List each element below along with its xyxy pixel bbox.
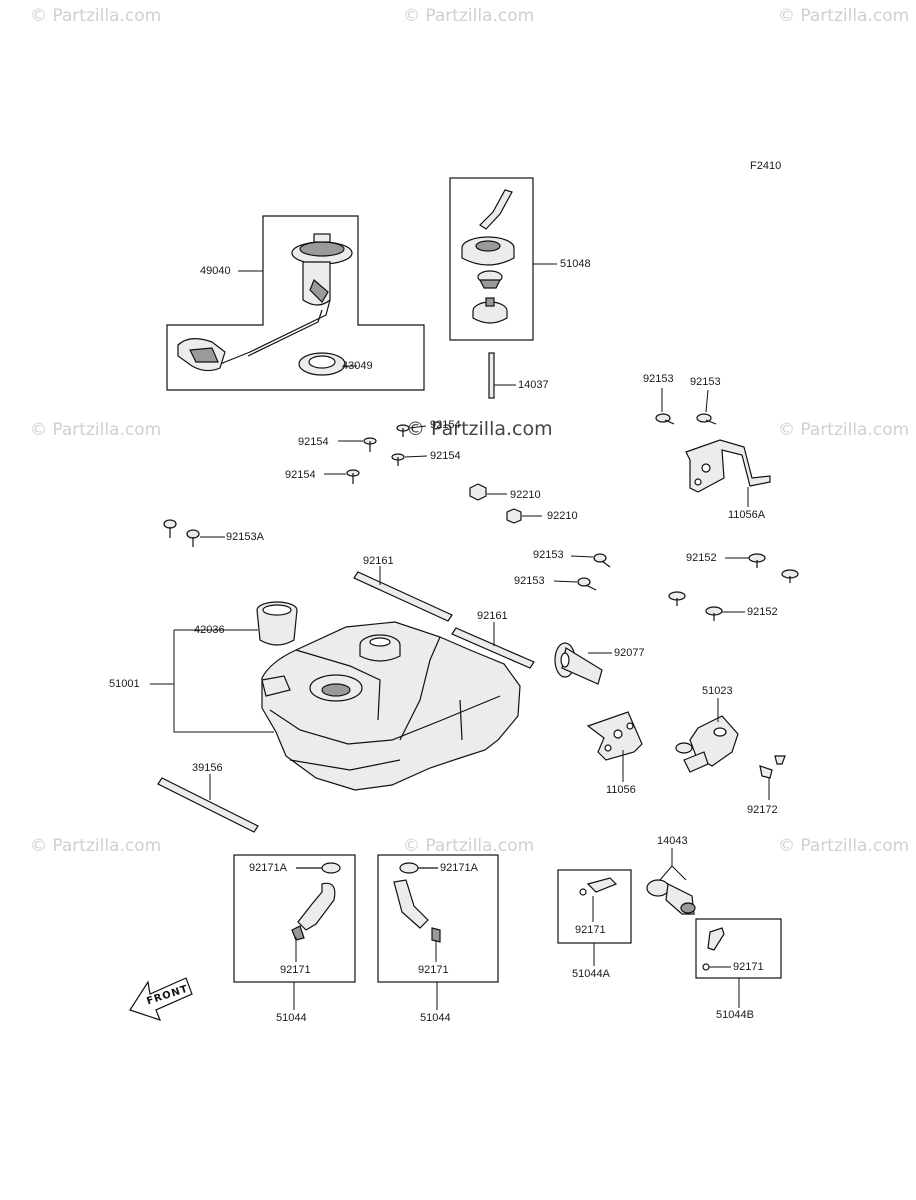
fuel-pump-assembly xyxy=(177,233,353,372)
label-92154: 92154 xyxy=(430,419,461,431)
watermark: © Partzilla.com xyxy=(778,420,910,440)
label-51044A: 51044A xyxy=(572,968,610,980)
label-92077: 92077 xyxy=(614,647,645,659)
cup-42036 xyxy=(256,601,298,646)
screws-92154 xyxy=(324,424,428,484)
group-box-fuel-pump xyxy=(166,215,425,391)
front-arrow-icon xyxy=(129,977,193,1021)
fuel-filter-14043 xyxy=(646,879,696,915)
rod-14037 xyxy=(488,352,495,399)
label-92171A: 92171A xyxy=(249,862,287,874)
bracket-11056A xyxy=(685,439,771,493)
label-92153: 92153 xyxy=(533,549,564,561)
rubber-strips-92161 xyxy=(353,566,535,669)
label-92154: 92154 xyxy=(298,436,329,448)
label-51023: 51023 xyxy=(702,685,733,697)
label-92210: 92210 xyxy=(510,489,541,501)
label-92153: 92153 xyxy=(643,373,674,385)
group-box-51044-1 xyxy=(233,854,356,983)
label-92171: 92171 xyxy=(280,964,311,976)
label-92171: 92171 xyxy=(575,924,606,936)
label-92161: 92161 xyxy=(477,610,508,622)
label-92161: 92161 xyxy=(363,555,394,567)
hose-51044B xyxy=(702,927,725,971)
bolts-92153-top xyxy=(655,388,717,425)
label-51044B: 51044B xyxy=(716,1009,754,1021)
figure-code: F2410 xyxy=(750,160,782,172)
bolts-92153A xyxy=(163,519,225,547)
label-42036: 42036 xyxy=(194,624,225,636)
label-92152: 92152 xyxy=(747,606,778,618)
hose-51044-1 xyxy=(291,862,341,941)
label-92153A: 92153A xyxy=(226,531,264,543)
watermark: © Partzilla.com xyxy=(30,836,162,856)
label-92154: 92154 xyxy=(430,450,461,462)
watermark: © Partzilla.com xyxy=(778,836,910,856)
fuel-cap-assembly xyxy=(461,189,515,324)
group-box-fuel-cap xyxy=(449,177,534,341)
gasket-ring-43049 xyxy=(298,352,346,376)
label-39156: 39156 xyxy=(192,762,223,774)
label-51044: 51044 xyxy=(420,1012,451,1024)
label-43049: 43049 xyxy=(342,360,373,372)
label-92210: 92210 xyxy=(547,510,578,522)
label-51001: 51001 xyxy=(109,678,140,690)
watermark-center: © Partzilla.com xyxy=(406,418,553,440)
label-14043: 14043 xyxy=(657,835,688,847)
watermark: © Partzilla.com xyxy=(403,6,535,26)
label-11056A: 11056A xyxy=(728,509,766,521)
label-49040: 49040 xyxy=(200,265,231,277)
hose-51044A xyxy=(579,877,618,896)
hose-51044-2 xyxy=(393,862,441,943)
bracket-leader-51001 xyxy=(173,630,274,733)
watermark: © Partzilla.com xyxy=(403,836,535,856)
label-92171: 92171 xyxy=(733,961,764,973)
strip-39156 xyxy=(157,777,259,833)
watermark: © Partzilla.com xyxy=(30,6,162,26)
label-14037: 14037 xyxy=(518,379,549,391)
label-51048: 51048 xyxy=(560,258,591,270)
label-92171A: 92171A xyxy=(440,862,478,874)
watermark: © Partzilla.com xyxy=(778,6,910,26)
bolts-92153-mid xyxy=(553,553,611,591)
label-51044: 51044 xyxy=(276,1012,307,1024)
fuel-tank xyxy=(261,621,521,791)
clips-92172 xyxy=(759,755,786,779)
watermark: © Partzilla.com xyxy=(30,420,162,440)
group-box-51044-2 xyxy=(377,854,499,983)
screws-92152 xyxy=(668,553,799,621)
label-11056: 11056 xyxy=(606,784,636,796)
label-92154: 92154 xyxy=(285,469,316,481)
plate-11056 xyxy=(586,711,643,761)
label-92171: 92171 xyxy=(418,964,449,976)
fuel-valve-92077 xyxy=(554,642,603,685)
label-92172: 92172 xyxy=(747,804,778,816)
fuel-cock-51023 xyxy=(675,715,739,773)
nuts-92210 xyxy=(469,483,542,524)
label-92153: 92153 xyxy=(514,575,545,587)
label-92153: 92153 xyxy=(690,376,721,388)
label-92152: 92152 xyxy=(686,552,717,564)
